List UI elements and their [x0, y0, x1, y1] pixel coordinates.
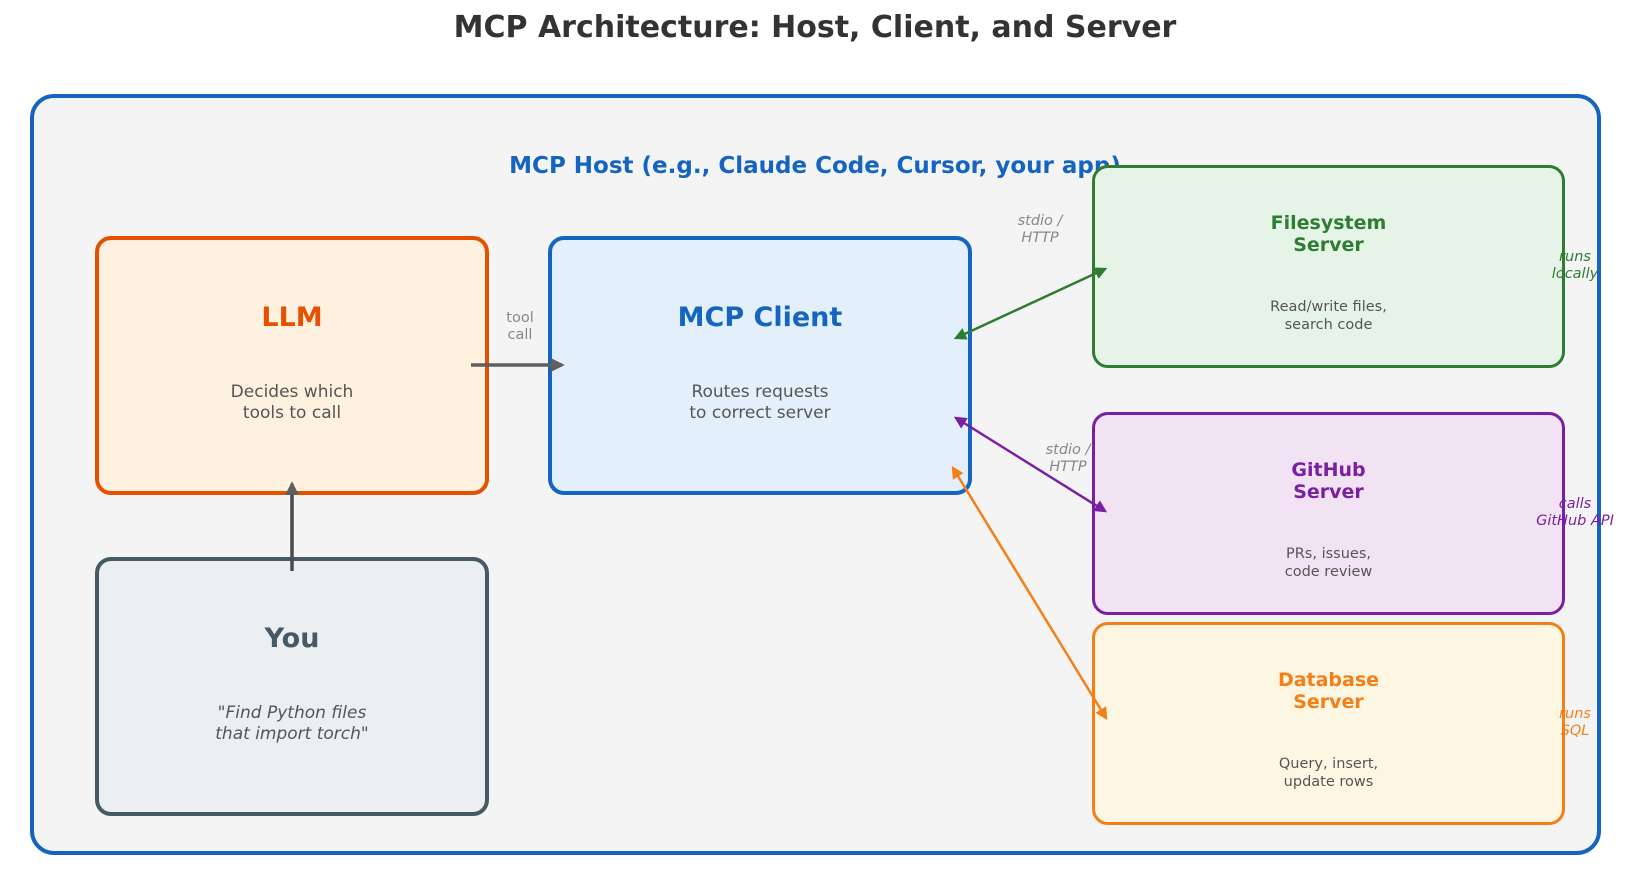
mcp-client-title: MCP Client	[677, 302, 843, 333]
github-server-description: PRs, issues, code review	[1284, 546, 1373, 581]
github-server-box: GitHub Server PRs, issues, code review	[1092, 412, 1565, 615]
filesystem-server-description: Read/write files, search code	[1270, 299, 1387, 334]
filesystem-server-box: Filesystem Server Read/write files, sear…	[1092, 165, 1565, 368]
client-database-arrow	[951, 465, 1108, 721]
filesystem-note: runs locally	[1551, 249, 1599, 282]
mcp-client-description: Routes requests to correct server	[689, 382, 831, 424]
github-note: calls GitHub API	[1536, 496, 1614, 529]
github-server-title: GitHub Server	[1291, 459, 1366, 503]
database-server-description: Query, insert, update rows	[1278, 756, 1379, 791]
stdio-http-label-1: stdio / HTTP	[1017, 213, 1063, 246]
you-title: You	[264, 623, 320, 654]
diagram-title: MCP Architecture: Host, Client, and Serv…	[453, 10, 1177, 45]
mcp-host-label: MCP Host (e.g., Claude Code, Cursor, you…	[509, 153, 1121, 179]
llm-description: Decides which tools to call	[230, 382, 354, 424]
you-description: "Find Python files that import torch"	[215, 703, 369, 745]
database-server-title: Database Server	[1277, 669, 1380, 713]
llm-title: LLM	[261, 302, 323, 333]
tool-call-label: tool call	[506, 310, 534, 343]
mcp-client-box: MCP Client Routes requests to correct se…	[548, 236, 972, 495]
database-note: runs SQL	[1559, 706, 1591, 739]
database-server-box: Database Server Query, insert, update ro…	[1092, 622, 1565, 825]
client-github-arrow	[953, 416, 1108, 513]
filesystem-server-title: Filesystem Server	[1270, 212, 1387, 256]
client-filesystem-arrow	[953, 267, 1108, 340]
